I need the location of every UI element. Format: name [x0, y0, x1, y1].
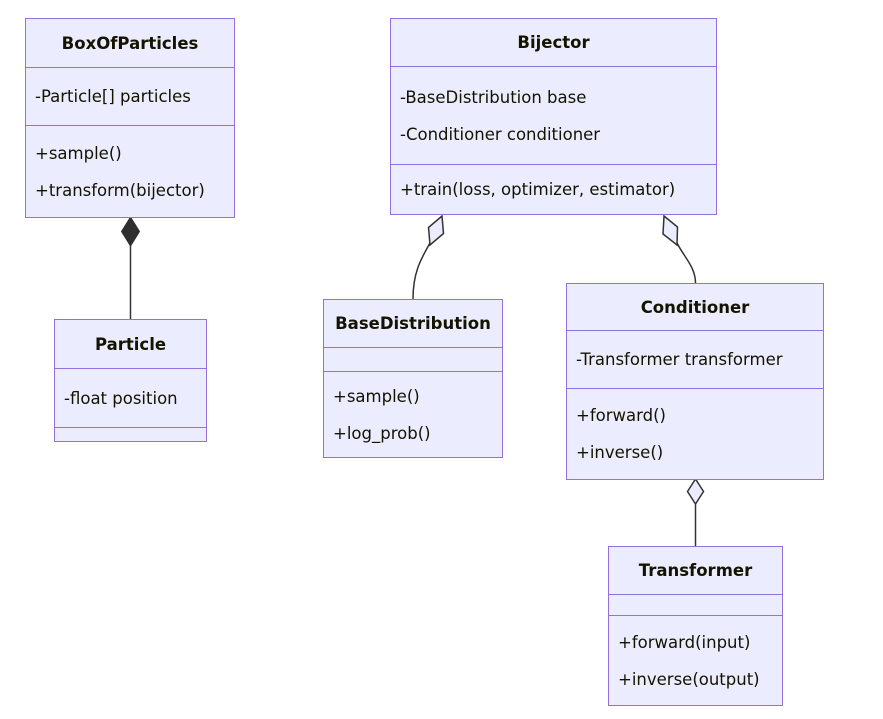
- class-conditioner: Conditioner -Transformer transformer +fo…: [566, 283, 824, 480]
- class-title: Bijector: [391, 19, 716, 67]
- method: +log_prob(): [333, 423, 431, 443]
- composition-diamond-icon: [120, 216, 141, 247]
- edge-bijector-conditioner-aggregation: [662, 214, 697, 284]
- attributes-section: -Particle[] particles: [26, 68, 234, 126]
- attribute: -float position: [64, 388, 178, 408]
- methods-section-empty: [55, 428, 206, 441]
- attribute: -Particle[] particles: [35, 87, 191, 106]
- edge-bijector-basedistribution-aggregation: [412, 214, 445, 300]
- method: +sample(): [333, 386, 420, 406]
- method: +forward(): [576, 406, 666, 425]
- class-title: Particle: [55, 320, 206, 369]
- class-title: Transformer: [609, 547, 782, 595]
- attribute: -Transformer transformer: [576, 350, 783, 369]
- attributes-section: -BaseDistribution base -Conditioner cond…: [391, 67, 716, 165]
- edge-boxofparticles-particle-composition: [120, 216, 141, 319]
- attributes-section-empty: [609, 595, 782, 616]
- attribute: -Conditioner conditioner: [400, 124, 601, 144]
- class-particle: Particle -float position: [54, 319, 207, 442]
- attribute: -BaseDistribution base: [400, 87, 587, 107]
- methods-section: +forward() +inverse(): [567, 389, 823, 479]
- methods-section: +sample() +log_prob(): [324, 372, 502, 457]
- method: +inverse(): [576, 443, 664, 462]
- method: +forward(input): [618, 632, 751, 652]
- method: +sample(): [35, 143, 122, 163]
- aggregation-diamond-icon: [662, 214, 679, 247]
- method: +transform(bijector): [35, 180, 205, 200]
- method: +train(loss, optimizer, estimator): [400, 180, 676, 199]
- aggregation-diamond-icon: [686, 477, 705, 506]
- class-title: Conditioner: [567, 284, 823, 331]
- class-transformer: Transformer +forward(input) +inverse(out…: [608, 546, 783, 706]
- edge-conditioner-transformer-aggregation: [686, 477, 705, 546]
- methods-section: +train(loss, optimizer, estimator): [391, 165, 716, 214]
- aggregation-diamond-icon: [427, 214, 445, 247]
- attributes-section-empty: [324, 348, 502, 372]
- methods-section: +sample() +transform(bijector): [26, 126, 234, 217]
- attributes-section: -Transformer transformer: [567, 331, 823, 389]
- class-basedistribution: BaseDistribution +sample() +log_prob(): [323, 299, 503, 458]
- class-bijector: Bijector -BaseDistribution base -Conditi…: [390, 18, 717, 215]
- class-boxofparticles: BoxOfParticles -Particle[] particles +sa…: [25, 18, 235, 218]
- methods-section: +forward(input) +inverse(output): [609, 616, 782, 705]
- class-title: BoxOfParticles: [26, 19, 234, 68]
- attributes-section: -float position: [55, 369, 206, 428]
- method: +inverse(output): [618, 669, 760, 689]
- class-title: BaseDistribution: [324, 300, 502, 348]
